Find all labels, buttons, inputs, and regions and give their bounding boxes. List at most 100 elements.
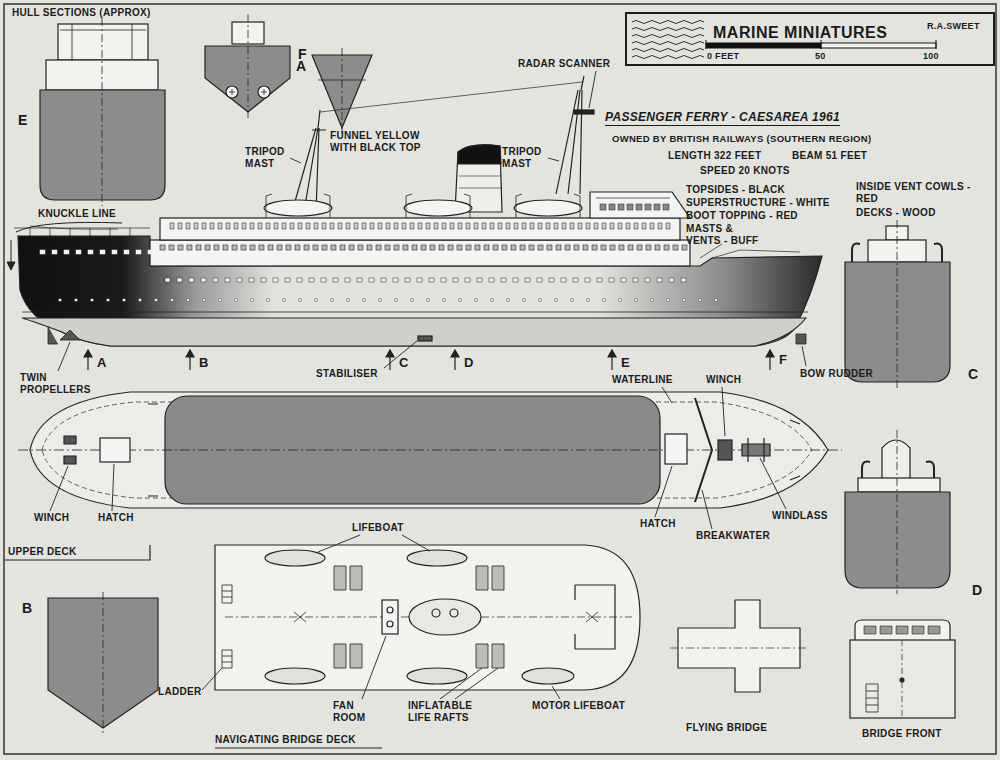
- porthole: [213, 278, 218, 282]
- window: [346, 223, 350, 229]
- porthole: [405, 278, 410, 282]
- porthole: [314, 298, 317, 301]
- window: [439, 245, 444, 250]
- window: [403, 245, 408, 250]
- porthole: [513, 278, 518, 282]
- wave-ornament: [632, 28, 704, 31]
- window: [450, 223, 454, 229]
- window: [234, 223, 238, 229]
- part-label: TRIPOD MAST: [502, 146, 546, 170]
- porthole: [58, 298, 61, 301]
- window: [634, 223, 638, 229]
- window: [610, 245, 615, 250]
- porthole: [477, 278, 482, 282]
- drawing-part: [556, 76, 584, 194]
- drawing-part: [590, 192, 690, 218]
- hull-section-a: [205, 14, 290, 118]
- drawing-part: [16, 222, 122, 232]
- window: [610, 223, 614, 229]
- porthole: [393, 278, 398, 282]
- window: [482, 223, 486, 229]
- part-label: LENGTH 322 FEET: [668, 150, 761, 162]
- porthole: [426, 298, 429, 301]
- section-letter: E: [18, 112, 28, 129]
- drawing-part: [409, 599, 481, 635]
- window: [169, 245, 174, 250]
- window: [484, 245, 489, 250]
- porthole: [148, 250, 153, 254]
- window: [268, 245, 273, 250]
- drawing-part: [266, 194, 580, 218]
- drawing-part: [160, 218, 680, 240]
- porthole: [106, 298, 109, 301]
- window: [466, 223, 470, 229]
- part-label: SPEED 20 KNOTS: [700, 165, 790, 177]
- window: [628, 245, 633, 250]
- window: [546, 223, 550, 229]
- porthole: [136, 250, 141, 254]
- porthole: [369, 278, 374, 282]
- bridge-window: [609, 204, 615, 210]
- porthole: [346, 298, 349, 301]
- section-letter: A: [97, 355, 107, 371]
- window: [367, 245, 372, 250]
- hull-section-b: [48, 592, 158, 734]
- drawing-part: [432, 609, 440, 617]
- porthole: [634, 298, 637, 301]
- drawing-part: [897, 430, 898, 594]
- hull-section-d: [845, 430, 950, 594]
- porthole: [124, 250, 129, 254]
- porthole: [650, 298, 653, 301]
- window: [210, 223, 214, 229]
- scale-text: 50: [815, 51, 826, 62]
- drawing-part: [64, 436, 76, 464]
- drawing-part: [845, 262, 950, 382]
- drawing-part: [882, 440, 910, 480]
- window: [506, 223, 510, 229]
- porthole: [525, 278, 530, 282]
- part-label: FUNNEL YELLOW WITH BLACK TOP: [330, 130, 448, 154]
- part-label: WINCH: [34, 512, 69, 524]
- window: [511, 245, 516, 250]
- section-letter: F: [298, 46, 307, 63]
- drawing-part: [60, 24, 146, 60]
- window: [386, 223, 390, 229]
- porthole: [681, 278, 686, 282]
- porthole: [506, 298, 509, 301]
- window: [370, 223, 374, 229]
- section-letter: D: [464, 355, 474, 371]
- window: [286, 245, 291, 250]
- drawing-part: [678, 600, 800, 692]
- author-name: R.A.SWEET: [927, 21, 980, 32]
- window: [664, 245, 669, 250]
- publisher-name: MARINE MINIATURES: [713, 23, 887, 42]
- section-letter: C: [968, 366, 978, 383]
- window: [313, 245, 318, 250]
- window: [298, 223, 302, 229]
- porthole: [64, 250, 69, 254]
- drawing-part: [103, 592, 104, 734]
- porthole: [522, 298, 525, 301]
- window: [490, 223, 494, 229]
- drawing-part: [387, 607, 393, 613]
- porthole: [442, 298, 445, 301]
- window: [475, 245, 480, 250]
- porthole: [154, 298, 157, 301]
- drawing-part: [862, 462, 934, 478]
- window: [410, 223, 414, 229]
- wave-ornament: [632, 35, 704, 38]
- drawing-part: [294, 612, 598, 622]
- drawing-part: [900, 678, 904, 682]
- scale-bar: [706, 40, 936, 49]
- window: [570, 223, 574, 229]
- porthole: [234, 298, 237, 301]
- porthole: [100, 250, 105, 254]
- porthole: [394, 298, 397, 301]
- porthole: [657, 278, 662, 282]
- porthole: [586, 298, 589, 301]
- porthole: [538, 298, 541, 301]
- section-letter: F: [779, 352, 787, 368]
- part-label: BOW RUDDER: [800, 368, 873, 380]
- drawing-part: [22, 312, 808, 313]
- window: [538, 223, 542, 229]
